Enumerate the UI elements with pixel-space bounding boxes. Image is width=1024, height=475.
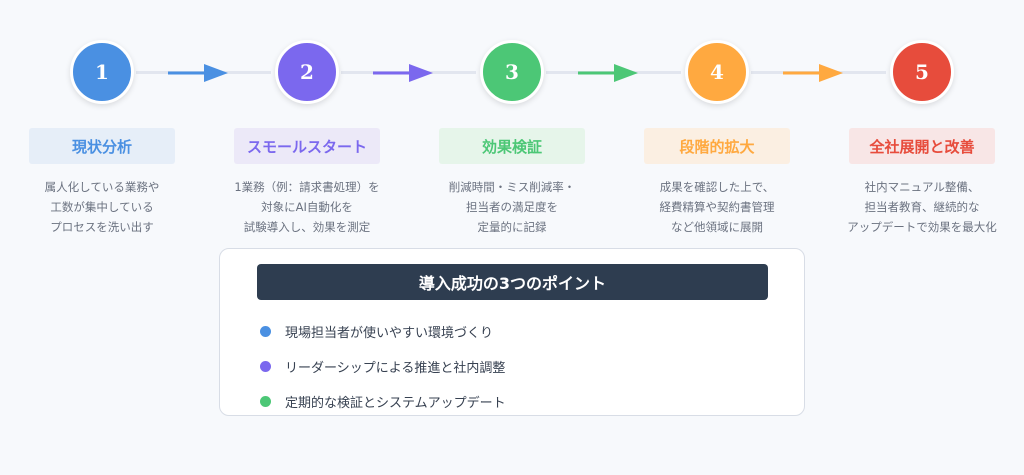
step-1-desc-line: 属人化している業務や: [44, 180, 160, 194]
step-3-description: 削減時間・ミス削減率・ 担当者の満足度を 定量的に記録: [417, 177, 607, 237]
step-3-number: 3: [505, 60, 519, 84]
step-4-desc-line: など他領域に展開: [671, 220, 763, 234]
step-2-title-box: スモールスタート: [234, 128, 380, 164]
step-3-desc-line: 定量的に記録: [477, 220, 547, 234]
arrow-4-5: [783, 64, 843, 82]
step-3-title-box: 効果検証: [439, 128, 585, 164]
step-5-desc-line: アップデートで効果を最大化: [847, 220, 997, 234]
step-4-title-box: 段階的拡大: [644, 128, 790, 164]
step-5-number: 5: [915, 60, 929, 84]
success-point-item: 現場担当者が使いやすい環境づくり: [260, 322, 493, 341]
step-3-desc-line: 削減時間・ミス削減率・: [448, 180, 576, 194]
step-3-title: 効果検証: [481, 137, 542, 156]
step-4-desc-line: 経費精算や契約書管理: [659, 200, 775, 214]
step-3-desc-line: 担当者の満足度を: [466, 200, 558, 214]
success-point-text: リーダーシップによる推進と社内調整: [285, 361, 506, 376]
step-4-number: 4: [710, 60, 724, 84]
step-4-title: 段階的拡大: [679, 137, 755, 156]
step-2-title: スモールスタート: [246, 137, 367, 156]
step-2-circle: 2: [275, 40, 339, 104]
step-5-desc-line: 担当者教育、継続的な: [864, 200, 980, 214]
step-5-title-box: 全社展開と改善: [849, 128, 995, 164]
step-2-description: 1業務（例：請求書処理）を 対象にAI自動化を 試験導入し、効果を測定: [212, 177, 402, 237]
step-1-desc-line: 工数が集中している: [50, 200, 154, 214]
step-1-title: 現状分析: [71, 137, 132, 156]
arrow-2-3: [373, 64, 433, 82]
step-1-number: 1: [95, 60, 109, 84]
step-2-number: 2: [300, 60, 314, 84]
step-1-description: 属人化している業務や 工数が集中している プロセスを洗い出す: [7, 177, 197, 237]
step-3-circle: 3: [480, 40, 544, 104]
step-1-desc-line: プロセスを洗い出す: [50, 220, 154, 234]
step-5-desc-line: 社内マニュアル整備、: [864, 180, 980, 194]
success-point-text: 現場担当者が使いやすい環境づくり: [285, 326, 494, 341]
bullet-dot-icon: [260, 361, 271, 372]
success-points-title-bar: 導入成功の3つのポイント: [257, 264, 768, 300]
step-2-desc-line: 対象にAI自動化を: [261, 200, 353, 214]
success-point-text: 定期的な検証とシステムアップデート: [285, 396, 506, 411]
bullet-dot-icon: [260, 326, 271, 337]
success-point-item: 定期的な検証とシステムアップデート: [260, 392, 506, 411]
step-1-title-box: 現状分析: [29, 128, 175, 164]
step-2-desc-line: 試験導入し、効果を測定: [243, 220, 371, 234]
step-1-circle: 1: [70, 40, 134, 104]
success-point-item: リーダーシップによる推進と社内調整: [260, 357, 505, 376]
success-points-card: 導入成功の3つのポイント 現場担当者が使いやすい環境づくり リーダーシップによる…: [219, 248, 805, 416]
step-5-description: 社内マニュアル整備、 担当者教育、継続的な アップデートで効果を最大化: [827, 177, 1017, 237]
step-5-circle: 5: [890, 40, 954, 104]
step-2-desc-line: 1業務（例：請求書処理）を: [234, 180, 380, 194]
arrow-3-4: [578, 64, 638, 82]
arrow-1-2: [168, 64, 228, 82]
step-4-circle: 4: [685, 40, 749, 104]
bullet-dot-icon: [260, 396, 271, 407]
step-4-description: 成果を確認した上で、 経費精算や契約書管理 など他領域に展開: [622, 177, 812, 237]
step-5-title: 全社展開と改善: [869, 137, 975, 156]
success-points-title: 導入成功の3つのポイント: [418, 274, 607, 293]
step-4-desc-line: 成果を確認した上で、: [659, 180, 775, 194]
